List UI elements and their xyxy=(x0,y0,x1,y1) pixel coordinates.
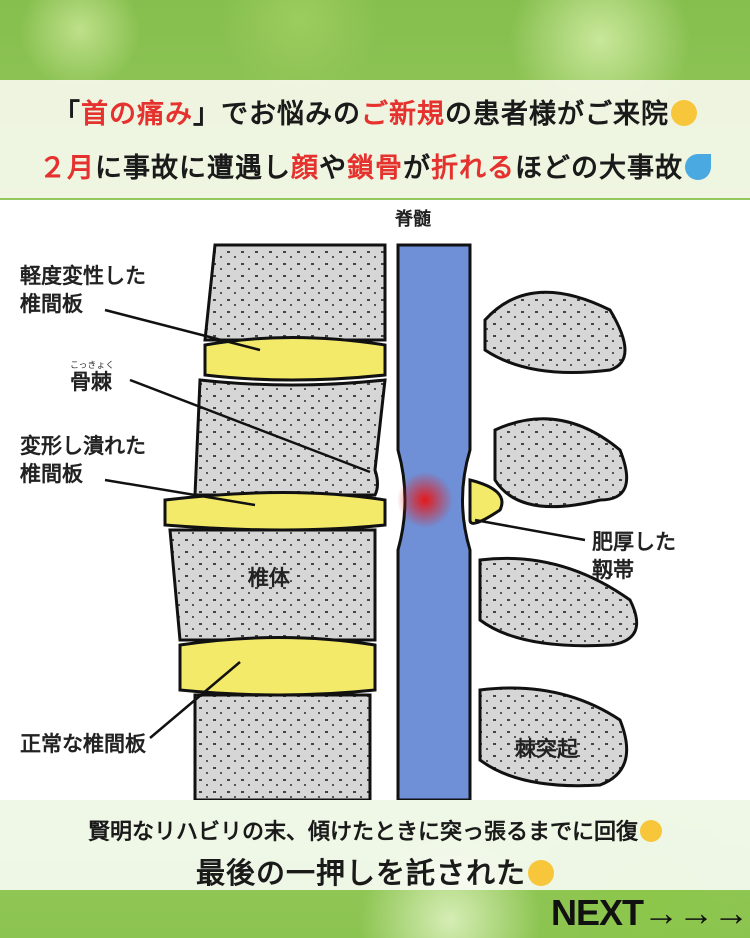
fist-icon xyxy=(528,860,554,886)
text: 変形し潰れた xyxy=(20,434,146,458)
label-spinal-cord: 脊髄 xyxy=(395,209,431,230)
text: 最後の一押しを託された xyxy=(195,856,526,890)
footer-panel: 賢明なリハビリの末、傾けたときに突っ張るまでに回復 最後の一押しを託された xyxy=(0,800,750,890)
spine-diagram: 脊髄 軽度変性した椎間板 こっきょく 骨棘 変形し潰れた椎間板 椎体 正常な椎間… xyxy=(0,200,750,802)
text: 椎間板 xyxy=(20,462,83,486)
text: の患者様がご来院 xyxy=(445,99,669,130)
vertebra-3 xyxy=(168,528,377,642)
text: に事故に遭遇し xyxy=(95,153,291,184)
label-osteophyte-ruby: こっきょく xyxy=(70,361,115,371)
label-deformed-disc: 変形し潰れた椎間板 xyxy=(20,432,146,488)
label-normal-disc: 正常な椎間板 xyxy=(20,732,146,756)
text: 軽度変性した xyxy=(20,264,146,288)
label-spinous-process: 棘突起 xyxy=(515,737,578,761)
label-vertebral-body: 椎体 xyxy=(248,566,290,590)
next-button[interactable]: NEXT→→→ xyxy=(550,892,749,933)
fist-icon xyxy=(671,100,697,126)
highlight: ご新規 xyxy=(361,99,445,130)
process-1 xyxy=(483,290,627,374)
text: 「 xyxy=(53,99,81,130)
spine-illustration xyxy=(104,243,639,802)
process-2 xyxy=(493,417,629,509)
highlight: 首の痛み xyxy=(81,99,193,130)
highlight: 折れる xyxy=(431,153,515,184)
header-line-1: 「首の痛み」でお悩みのご新規の患者様がご来院 xyxy=(0,92,750,131)
process-4 xyxy=(478,686,629,788)
vertebra-2 xyxy=(193,378,387,497)
compression-spot xyxy=(397,472,453,528)
process-3 xyxy=(478,556,639,648)
header-banner: 「首の痛み」でお悩みのご新規の患者様がご来院 ２月に事故に遭遇し顔や鎖骨が折れる… xyxy=(0,80,750,198)
text: ほどの大事故 xyxy=(515,153,683,184)
highlight: ２月 xyxy=(39,153,95,184)
text: が xyxy=(403,153,431,184)
header-line-2: ２月に事故に遭遇し顔や鎖骨が折れるほどの大事故 xyxy=(0,146,750,185)
text: 賢明なリハビリの末、傾けたときに突っ張るまでに回復 xyxy=(87,820,638,845)
footer-line-2: 最後の一押しを託された xyxy=(0,850,750,892)
ligament-thickened xyxy=(468,478,504,525)
disc-deformed xyxy=(163,491,387,532)
sweat-droplets-icon xyxy=(685,154,711,180)
text: 靱帯 xyxy=(592,558,634,582)
footer-line-1: 賢明なリハビリの末、傾けたときに突っ張るまでに回復 xyxy=(0,814,750,846)
text: 」でお悩みの xyxy=(193,99,361,130)
vertebra-1 xyxy=(203,243,387,342)
label-ligament: 肥厚した靱帯 xyxy=(592,528,676,584)
highlight: 顔 xyxy=(291,153,319,184)
text: 椎間板 xyxy=(20,292,83,316)
text: や xyxy=(319,153,347,184)
label-osteophyte: 骨棘 xyxy=(70,370,112,394)
fist-icon xyxy=(640,820,662,842)
text: 肥厚した xyxy=(592,530,676,554)
label-mild-disc: 軽度変性した椎間板 xyxy=(20,262,146,318)
highlight: 鎖骨 xyxy=(347,153,403,184)
vertebra-4 xyxy=(193,693,372,802)
